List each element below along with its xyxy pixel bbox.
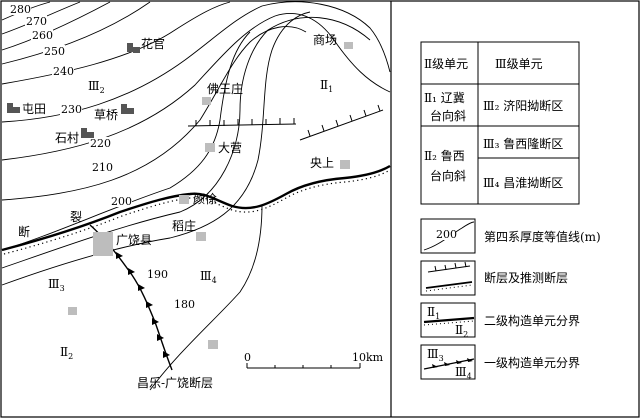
legend-isopach-symbol: 200: [423, 221, 475, 251]
legend-row2-col1-line2: 台向斜: [430, 168, 466, 183]
village-light-symbols: [68, 42, 353, 349]
legend-item-boxes: [420, 218, 476, 380]
place-caoqiao: 草桥: [94, 108, 118, 122]
legend-col2-header: Ⅲ级单元: [495, 57, 543, 71]
place-changle-fault: 昌乐-广饶断层: [137, 375, 213, 390]
legend-row2-col2a: Ⅲ₃ 鲁西隆断区: [483, 136, 563, 151]
place-shicun: 石村: [55, 131, 79, 145]
contour-label-230: 230: [61, 103, 82, 116]
unit-III2-map: Ⅲ2: [88, 79, 105, 95]
boundary-secondary-dots: [3, 169, 391, 255]
legend-col1-header: Ⅱ级单元: [424, 57, 468, 71]
place-labels: 花官 商场 屯田 草桥 石村 佛王庄 大营 央上 颜徐 稻庄 广饶县 昌乐-广饶…: [18, 32, 337, 390]
legend-fault-symbol: [425, 261, 473, 292]
place-yangshang: 央上: [310, 156, 334, 170]
contour-230: [1, 1, 391, 123]
legend-boundary1-top: Ⅲ3: [427, 347, 444, 363]
legend-row1-col1-line2: 台向斜: [430, 108, 466, 123]
scale-end: 10km: [352, 351, 384, 364]
contour-250: [1, 1, 151, 65]
village-shicun-symbol: [81, 128, 94, 138]
legend-row1-col1-line1: Ⅱ₁ 辽冀: [424, 91, 465, 105]
unit-III3-map: Ⅲ3: [48, 277, 65, 293]
village-tuntian-symbol: [7, 103, 20, 113]
contour-label-200: 200: [111, 195, 132, 208]
contour-label-210: 210: [92, 161, 113, 174]
legend-boundary1-symbol: Ⅲ3 Ⅲ4: [423, 347, 475, 381]
village-huaguan-symbol: [127, 43, 140, 53]
unit-II1-map: Ⅱ1: [320, 78, 333, 94]
legend-row2-col1-line1: Ⅱ₂ 鲁西: [424, 149, 465, 163]
contour-label-240: 240: [53, 65, 74, 78]
contour-260: [1, 1, 111, 51]
legend-boundary2-bot: Ⅱ2: [455, 323, 468, 339]
boundary-secondary-main: [1, 164, 391, 252]
legend-boundary1-bot: Ⅲ4: [455, 365, 472, 381]
place-guangrao: 广饶县: [116, 233, 152, 247]
contour-label-270: 270: [26, 15, 47, 28]
settlements: [7, 42, 353, 349]
legend-isopach-label: 第四系厚度等值线(m): [484, 229, 601, 244]
legend-unit-table: [420, 41, 580, 205]
place-yanxu: 颜徐: [193, 191, 217, 206]
legend: Ⅱ级单元 Ⅲ级单元 Ⅱ₁ 辽冀 台向斜 Ⅲ₂ 济阳拗断区 Ⅱ₂ 鲁西 台向斜 Ⅲ…: [420, 41, 601, 381]
scale-bar: 0 10km: [244, 351, 384, 369]
contour-labels: 280 270 260 250 240 230 220 210 200 190 …: [9, 3, 195, 311]
legend-row2-col2b: Ⅲ₄ 昌淮拗断区: [483, 175, 563, 190]
legend-boundary2-top: Ⅱ1: [427, 305, 440, 321]
fault-teeth: [103, 236, 170, 358]
unit-III4-map: Ⅲ4: [200, 269, 217, 285]
place-tuntian: 屯田: [22, 102, 46, 116]
place-shangchang: 商场: [313, 32, 337, 47]
place-fowangzhuang: 佛王庄: [207, 81, 243, 96]
contour-label-180: 180: [174, 298, 195, 311]
contour-label-250: 250: [44, 45, 65, 58]
place-daozhuang: 稻庄: [172, 218, 196, 233]
contour-label-220: 220: [90, 137, 111, 150]
legend-isopach-value: 200: [436, 228, 457, 241]
place-huaguan: 花官: [141, 36, 165, 51]
contour-label-190: 190: [147, 268, 168, 281]
inferred-fault: [187, 104, 384, 141]
contour-240: [1, 1, 231, 85]
place-daying: 大营: [218, 141, 242, 155]
fault-word-duan: 断: [18, 224, 30, 239]
contour-label-280: 280: [10, 3, 31, 16]
legend-fault-label: 断层及推测断层: [484, 270, 568, 285]
legend-boundary1-label: 一级构造单元分界: [484, 355, 580, 370]
contour-label-260: 260: [32, 29, 53, 42]
legend-row1-col2: Ⅲ₂ 济阳拗断区: [483, 98, 563, 113]
fault-word-lie: 裂: [70, 210, 82, 224]
contour-180b: [149, 204, 263, 391]
scale-zero: 0: [244, 351, 251, 364]
legend-boundary2-label: 二级构造单元分界: [484, 313, 580, 328]
unit-labels: Ⅲ2 Ⅱ1 Ⅲ3 Ⅲ4 Ⅱ2: [48, 78, 333, 361]
unit-II2-map: Ⅱ2: [60, 345, 73, 361]
contour-210: [1, 26, 307, 201]
legend-boundary2-symbol: Ⅱ1 Ⅱ2: [423, 305, 475, 339]
contour-200: [1, 31, 251, 251]
village-caoqiao-symbol: [121, 104, 134, 114]
